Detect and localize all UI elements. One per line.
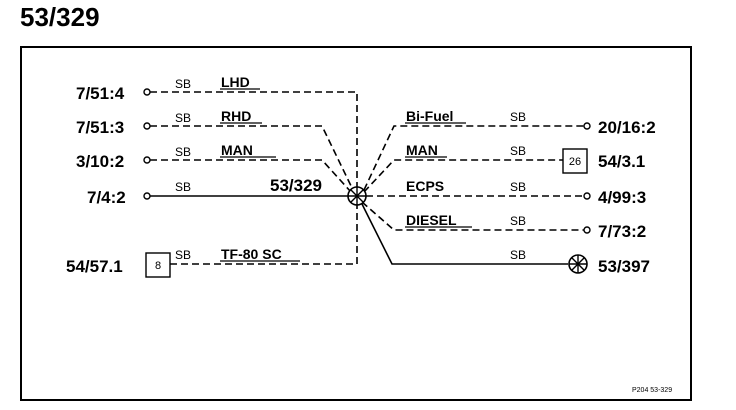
wire-path-53397: [361, 203, 568, 265]
terminal-pin-icon: [143, 156, 151, 164]
page-title: 53/329: [20, 2, 100, 32]
terminal-label: 3/10:2: [76, 152, 124, 171]
terminal-label: 53/397: [598, 257, 650, 276]
center-splice-icon: [347, 186, 367, 206]
component-box-8: [145, 252, 171, 278]
splice-label: 53/329: [270, 176, 322, 195]
variant-label: Bi-Fuel: [406, 108, 453, 124]
terminal-label: 20/16:2: [598, 118, 656, 137]
wire-path-diesel: [361, 201, 584, 231]
wire-path-rhd: [150, 125, 354, 191]
wire-right-man: [363, 148, 588, 193]
diagram-frame: [20, 46, 692, 401]
component-box-26: [562, 148, 588, 174]
terminal-label: 7/51:4: [76, 84, 125, 103]
wire-code: SB: [175, 111, 191, 125]
wire-code: SB: [510, 214, 526, 228]
splice-icon: [568, 254, 588, 274]
variant-label: LHD: [221, 74, 250, 90]
wire-code: SB: [175, 248, 191, 262]
terminal-pin-icon: [583, 226, 591, 234]
wire-path-bifuel: [363, 125, 584, 191]
variant-label: TF-80 SC: [221, 246, 282, 262]
terminal-label: 7/51:3: [76, 118, 124, 137]
wire-code: SB: [175, 77, 191, 91]
wire-left-742: [143, 192, 348, 200]
component-box-number: 26: [569, 156, 581, 168]
terminal-pin-icon: [143, 88, 151, 96]
terminal-label: 54/3.1: [598, 152, 645, 171]
variant-label: MAN: [221, 142, 253, 158]
terminal-label: 54/57.1: [66, 257, 123, 276]
wire-right-53397: [361, 203, 588, 274]
wire-path-tf80: [170, 205, 358, 265]
variant-label: MAN: [406, 142, 438, 158]
variant-label: DIESEL: [406, 212, 457, 228]
wire-left-tf80: [145, 205, 358, 278]
wire-code: SB: [175, 180, 191, 194]
wire-right-bifuel: [363, 122, 591, 191]
wire-right-diesel: [361, 201, 591, 234]
terminal-pin-icon: [143, 192, 151, 200]
variant-label: RHD: [221, 108, 251, 124]
wire-code: SB: [510, 110, 526, 124]
wire-code: SB: [510, 248, 526, 262]
terminal-label: 7/4:2: [87, 188, 126, 207]
wire-code: SB: [510, 144, 526, 158]
wire-path-lhd: [150, 91, 358, 196]
wire-left-lhd: [143, 88, 358, 196]
wire-code: SB: [510, 180, 526, 194]
wire-left-man: [143, 156, 352, 193]
terminal-pin-icon: [583, 122, 591, 130]
wire-right-ecps: [366, 192, 591, 200]
wire-left-rhd: [143, 122, 354, 191]
component-box-number: 8: [155, 260, 161, 272]
wire-code: SB: [175, 145, 191, 159]
terminal-pin-icon: [143, 122, 151, 130]
terminal-pin-icon: [583, 192, 591, 200]
variant-label: ECPS: [406, 178, 444, 194]
terminal-label: 4/99:3: [598, 188, 646, 207]
wire-path-man-left: [150, 159, 352, 193]
figure-reference: P204 53-329: [632, 387, 672, 394]
terminal-label: 7/73:2: [598, 222, 646, 241]
wire-path-man-right: [363, 159, 563, 193]
